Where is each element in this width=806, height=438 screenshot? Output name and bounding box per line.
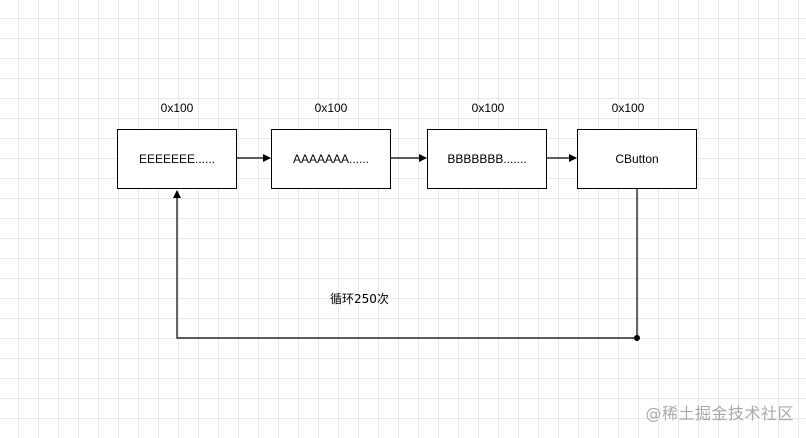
node-4-box[interactable]: CButton — [577, 129, 697, 189]
node-2-box[interactable]: AAAAAAA...... — [271, 129, 391, 189]
node-3-address: 0x100 — [471, 101, 505, 115]
node-3-box[interactable]: BBBBBBB....... — [427, 129, 547, 189]
edge-loop-back — [173, 189, 638, 339]
node-1-box[interactable]: EEEEEEE...... — [117, 129, 237, 189]
loop-label: 循环250次 — [330, 292, 389, 306]
node-2-address: 0x100 — [314, 101, 348, 115]
node-4-address: 0x100 — [611, 101, 645, 115]
loop-junction-dot — [634, 335, 640, 341]
node-4-label: CButton — [615, 152, 659, 166]
node-1-address: 0x100 — [160, 101, 194, 115]
watermark: @稀土掘金技术社区 — [645, 404, 794, 423]
node-1-label: EEEEEEE...... — [138, 152, 216, 166]
node-3-label: BBBBBBB....... — [447, 152, 527, 166]
node-2-label: AAAAAAA...... — [292, 152, 370, 166]
